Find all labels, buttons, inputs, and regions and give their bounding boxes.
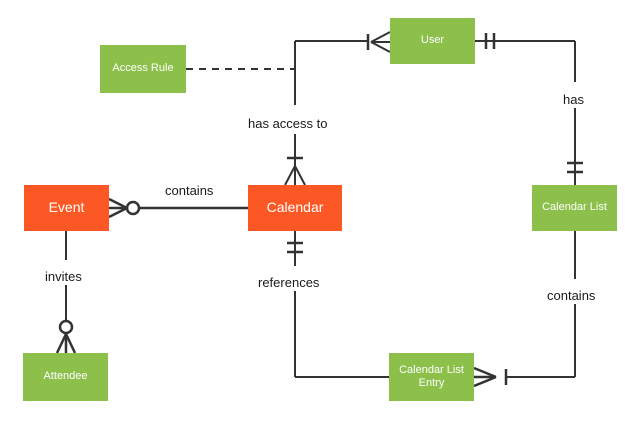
cardinality-event-zero-circle xyxy=(125,200,141,216)
cardinality-attendee-crow-left xyxy=(55,333,68,354)
cardinality-event-crow-top xyxy=(108,197,128,210)
cardinality-entry-right-crow-bottom xyxy=(473,375,497,388)
edge-label-contains-calendar-list: contains xyxy=(544,288,599,305)
edge-label-invites: invites xyxy=(42,269,85,286)
entity-calendar-list[interactable]: Calendar List xyxy=(532,185,617,231)
edge-label-has: has xyxy=(560,92,587,109)
entity-calendar[interactable]: Calendar xyxy=(248,185,342,231)
entity-user-label: User xyxy=(420,34,445,47)
entity-event[interactable]: Event xyxy=(24,185,109,231)
edge-label-has-access-to: has access to xyxy=(245,116,331,133)
entity-access-rule[interactable]: Access Rule xyxy=(100,45,186,93)
cardinality-entry-right-crow-top xyxy=(473,366,497,379)
entity-calendar-list-entry-label: Calendar List Entry xyxy=(399,363,464,389)
cardinality-user-left-crow-bottom xyxy=(370,41,391,53)
entity-user[interactable]: User xyxy=(390,18,475,64)
cardinality-calendar-top-crow-right xyxy=(294,165,306,186)
cardinality-calendar-top-crow-left xyxy=(284,165,296,186)
entity-calendar-list-entry[interactable]: Calendar List Entry xyxy=(389,353,474,401)
edge-label-contains-event-calendar: contains xyxy=(162,183,217,200)
entity-access-rule-label: Access Rule xyxy=(112,62,174,75)
edge-label-references: references xyxy=(255,275,323,292)
cardinality-attendee-zero-circle xyxy=(58,319,74,335)
entity-attendee[interactable]: Attendee xyxy=(23,353,108,401)
entity-event-label: Event xyxy=(48,199,85,216)
entity-attendee-label: Attendee xyxy=(43,370,88,383)
cardinality-user-left-crow-top xyxy=(370,31,391,43)
entity-calendar-list-label: Calendar List xyxy=(542,201,607,214)
entity-calendar-label: Calendar xyxy=(266,199,324,216)
cardinality-attendee-crow-right xyxy=(64,333,77,354)
cardinality-event-crow-bottom xyxy=(108,206,128,219)
